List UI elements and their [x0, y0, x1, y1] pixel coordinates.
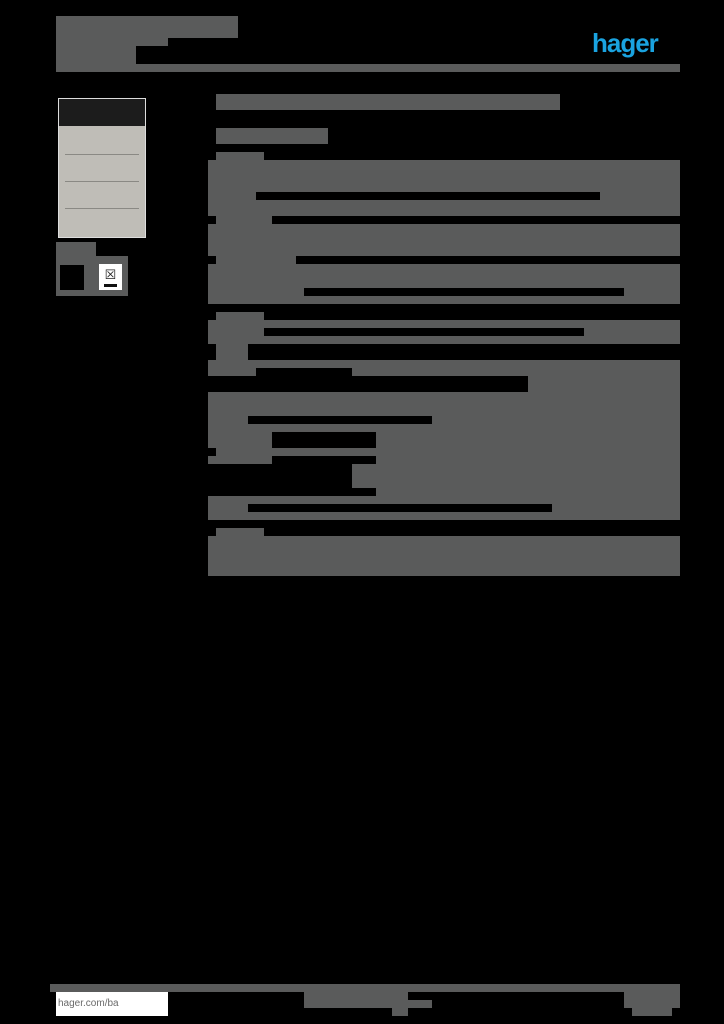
footer-center-text [392, 1008, 408, 1016]
section-label [216, 216, 272, 224]
header-title [56, 16, 238, 38]
rocker-divider [65, 181, 139, 182]
header-subtitle [56, 38, 136, 64]
line-gap [248, 504, 552, 512]
line-gap [248, 416, 432, 424]
line-gap [240, 376, 248, 384]
rocker-divider [65, 208, 139, 209]
footer-website-link[interactable]: hager.com/ba [56, 992, 168, 1016]
section-row [528, 376, 680, 392]
section-row [376, 488, 680, 496]
footer-center-text [392, 1000, 432, 1008]
rocker-divider [65, 154, 139, 155]
section-label [216, 528, 264, 538]
line-gap [208, 448, 216, 456]
footer-center-text [304, 992, 408, 1008]
header-title-tail [136, 38, 168, 46]
section-row [352, 464, 680, 488]
section-row [216, 368, 240, 376]
weee-bin-icon: ☒ [99, 264, 122, 290]
line-gap [296, 256, 680, 264]
section-label [216, 344, 248, 360]
ce-mark-icon [60, 265, 84, 290]
line-gap [272, 216, 680, 224]
footer-rule [50, 984, 680, 992]
section-block [208, 536, 680, 576]
line-gap [304, 288, 624, 296]
header-rule [56, 64, 680, 72]
page-heading [216, 94, 560, 110]
hager-logo: hager [592, 28, 659, 58]
section-block [208, 224, 680, 256]
line-gap [272, 456, 376, 464]
section-block [208, 160, 680, 216]
line-gap [264, 328, 584, 336]
certification-label [56, 242, 96, 256]
line-gap [272, 432, 376, 448]
product-display [59, 99, 145, 126]
line-gap [256, 368, 352, 384]
section-label [216, 312, 264, 322]
page-subheading [216, 128, 328, 144]
section-label [216, 256, 296, 264]
footer-page-number [632, 1008, 672, 1016]
line-gap [256, 192, 600, 200]
product-image [58, 98, 146, 238]
section-block [208, 264, 680, 304]
section-label [216, 152, 264, 162]
footer-page-number [624, 992, 680, 1008]
